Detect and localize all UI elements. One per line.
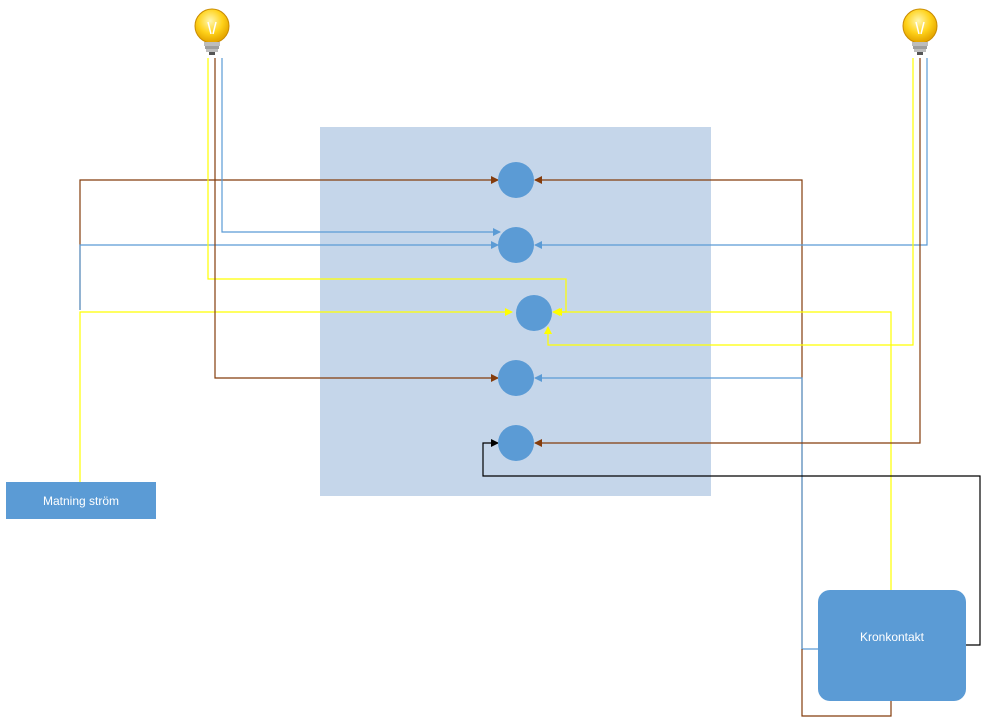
switch-terminals xyxy=(498,162,552,461)
supply-box xyxy=(6,482,156,519)
bulb-icon xyxy=(194,8,230,55)
wire-yellow-lamp2-node3 xyxy=(544,58,914,346)
wire-yellow-supply-node3 xyxy=(79,308,513,482)
terminal-node xyxy=(498,162,534,198)
terminal-node xyxy=(498,425,534,461)
wire-blue-lamp2-node2 xyxy=(534,58,928,249)
crown-contact-box xyxy=(818,590,966,701)
wire-yellow-crown-node3 xyxy=(554,308,892,590)
terminal-node xyxy=(498,360,534,396)
wire-black-crown-node5 xyxy=(482,439,981,646)
wires xyxy=(79,58,981,717)
wire-blue-lamp1-node2 xyxy=(221,58,501,236)
wire-brown-crown-bottom xyxy=(801,649,892,717)
wire-blue-left-node2 xyxy=(79,241,499,310)
terminal-node xyxy=(498,227,534,263)
terminal-node xyxy=(516,295,552,331)
bulb-icon xyxy=(902,8,938,55)
wire-blue-crown-node4 xyxy=(534,374,818,650)
supply-label: Matning ström xyxy=(43,494,119,508)
crown-contact-label: Kronkontakt xyxy=(860,630,925,644)
wire-brown-lamp1-node4 xyxy=(214,58,499,382)
wire-brown-lamp2-node5 xyxy=(534,58,921,447)
